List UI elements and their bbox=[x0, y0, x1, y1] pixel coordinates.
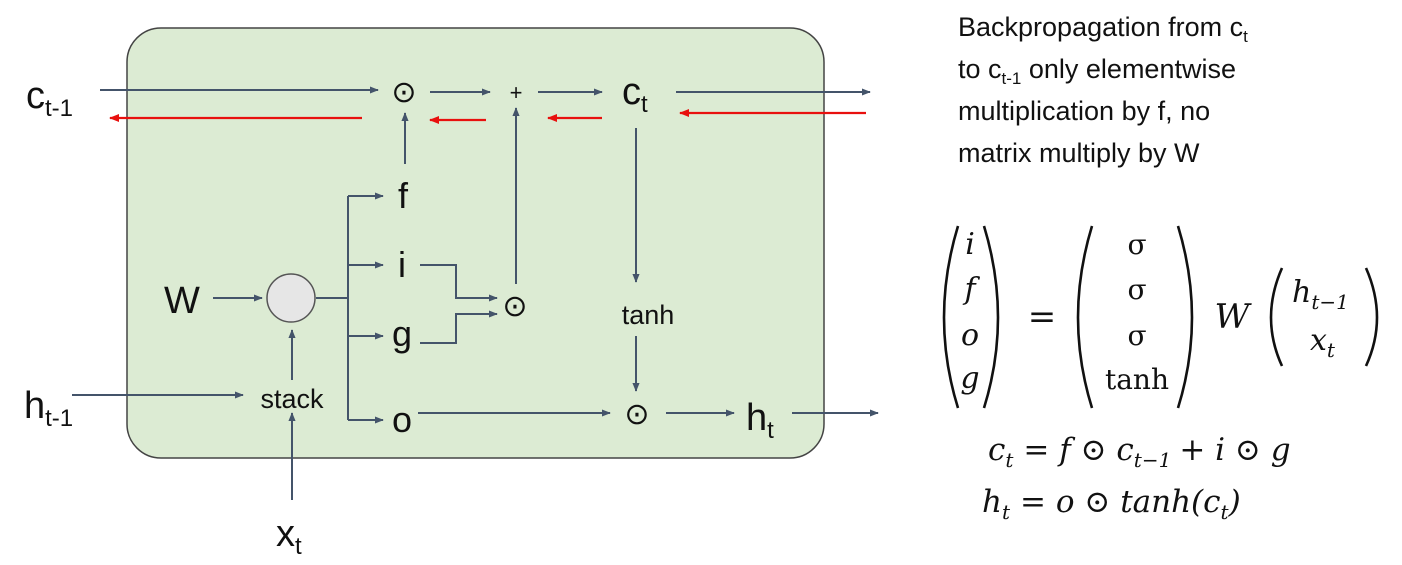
hidden-state-equation: ht= o ⊙ tanh(ct) bbox=[982, 484, 1241, 524]
c-out-label: ct bbox=[622, 71, 648, 118]
equals-sign: = bbox=[1028, 297, 1057, 337]
vec-right-1: xt bbox=[1310, 323, 1336, 362]
mid-vector-open-paren bbox=[1076, 225, 1094, 409]
plus-op: + bbox=[510, 80, 523, 105]
tanh-label: tanh bbox=[622, 300, 675, 330]
cell-state-equation: ct= f ⊙ ct−1+ i ⊙ g bbox=[988, 432, 1291, 472]
arrow-i-to-mult bbox=[420, 264, 498, 302]
gate-g-label: g bbox=[392, 313, 412, 354]
vec-mid-0: σ bbox=[1127, 228, 1146, 261]
stack-label: stack bbox=[260, 384, 324, 414]
vec-left-0: i bbox=[965, 227, 975, 262]
weight-node bbox=[266, 273, 316, 323]
vec-mid-2: σ bbox=[1127, 319, 1146, 352]
arrow-g-to-mult bbox=[420, 310, 498, 344]
gate-f-label: f bbox=[398, 175, 409, 216]
vec-left-2: o bbox=[961, 318, 979, 353]
left-vector-open-paren bbox=[942, 225, 960, 409]
x-input-label: xt bbox=[276, 513, 302, 560]
input-mult-op: ⊙ bbox=[502, 290, 527, 323]
right-vector-open-paren bbox=[1269, 267, 1284, 367]
gate-o-label: o bbox=[392, 399, 412, 440]
right-vector-close-paren bbox=[1364, 267, 1379, 367]
vec-mid-3: tanh bbox=[1105, 363, 1169, 396]
note-line-1: Backpropagation from ct bbox=[958, 12, 1248, 46]
weight-label: W bbox=[164, 280, 200, 322]
gate-equation: i f o g = σ σ σ tanh W ht−1 xt bbox=[942, 225, 1379, 409]
gate-i-label: i bbox=[398, 244, 406, 285]
lstm-cell-box bbox=[126, 27, 825, 459]
h-prev-label: ht-1 bbox=[24, 385, 73, 432]
c-prev-label: ct-1 bbox=[26, 75, 73, 122]
vec-left-1: f bbox=[962, 272, 980, 307]
note-line-3: multiplication by f, no bbox=[958, 96, 1211, 126]
note-line-2: to ct-1 only elementwise bbox=[958, 54, 1236, 88]
mid-vector-close-paren bbox=[1176, 225, 1194, 409]
note-line-4: matrix multiply by W bbox=[958, 138, 1200, 168]
left-vector-close-paren bbox=[982, 225, 1000, 409]
forward-arrows bbox=[72, 86, 879, 500]
backprop-arrows bbox=[109, 109, 866, 124]
backprop-note: Backpropagation from ct to ct-1 only ele… bbox=[958, 6, 1388, 174]
vec-right-0: ht−1 bbox=[1292, 275, 1349, 314]
output-mult-op: ⊙ bbox=[624, 398, 649, 431]
vec-mid-1: σ bbox=[1127, 273, 1146, 306]
weight-matrix: W bbox=[1215, 297, 1253, 337]
vec-left-3: g bbox=[960, 361, 979, 396]
h-out-label: ht bbox=[746, 397, 774, 444]
forget-mult-op: ⊙ bbox=[391, 76, 416, 109]
